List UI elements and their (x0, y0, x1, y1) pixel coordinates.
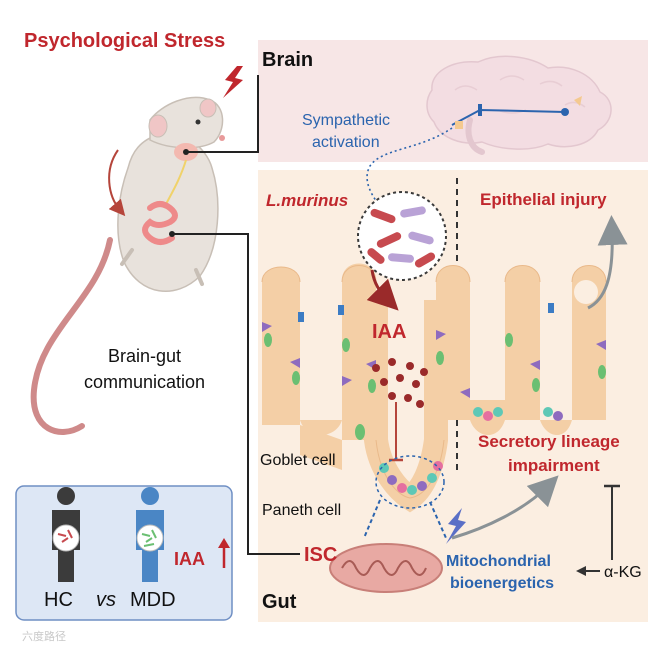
goblet-cell-label: Goblet cell (260, 452, 336, 469)
sympathetic-pathway (366, 127, 453, 207)
mdd-label: MDD (130, 589, 176, 611)
sympathetic-label-line1: Sympathetic (302, 112, 390, 129)
gut-label: Gut (262, 591, 297, 613)
paneth-cell-label: Paneth cell (262, 502, 341, 519)
tuft-cells (298, 303, 554, 322)
vs-label: vs (96, 589, 116, 611)
iaa-molecules (372, 358, 428, 408)
mouse-illustration (30, 96, 225, 435)
iaa-inset-label: IAA (174, 549, 205, 569)
brain-connector-line (186, 75, 259, 153)
brain-gut-label-line1: Brain-gut (108, 346, 181, 366)
brain-gut-label-line2: communication (84, 372, 205, 392)
enteroendocrine-cells (262, 322, 606, 398)
hc-figure-icon (52, 487, 80, 582)
secretory-lineage-label-line2: impairment (508, 456, 600, 475)
psychological-stress-label: Psychological Stress (24, 30, 225, 52)
secretory-lineage-label-line1: Secretory lineage (478, 432, 620, 451)
sympathetic-label-line2: activation (312, 134, 380, 151)
hc-label: HC (44, 589, 73, 611)
stress-lightning-icon (223, 66, 243, 98)
gut-connector-line (172, 233, 300, 555)
brain-label: Brain (262, 49, 313, 71)
bacteria-to-iaa-arrow (366, 269, 399, 311)
energy-bolt-icon (446, 508, 466, 544)
mitochondrion (329, 543, 443, 593)
epithelial-injury-label: Epithelial injury (480, 190, 607, 209)
mitochondrial-label-line1: Mitochondrial (446, 553, 551, 570)
akg-label: α-KG (604, 564, 642, 581)
watermark-text: 六度路径 (22, 629, 66, 643)
crypt-base-cells (379, 407, 563, 495)
mitochondrial-label-line2: bioenergetics (450, 575, 554, 592)
mito-to-secretory-arrow (451, 475, 559, 540)
iaa-gut-label: IAA (372, 321, 406, 343)
l-murinus-label: L.murinus (266, 191, 348, 210)
epithelial-injury-arrow (587, 215, 628, 310)
goblet-cells (264, 333, 606, 440)
mdd-figure-icon (136, 487, 164, 582)
brain-illustration (426, 55, 612, 155)
l-murinus-bacteria (357, 191, 447, 281)
isc-label: ISC (304, 544, 337, 566)
crypt-zoom-circle (375, 455, 445, 509)
